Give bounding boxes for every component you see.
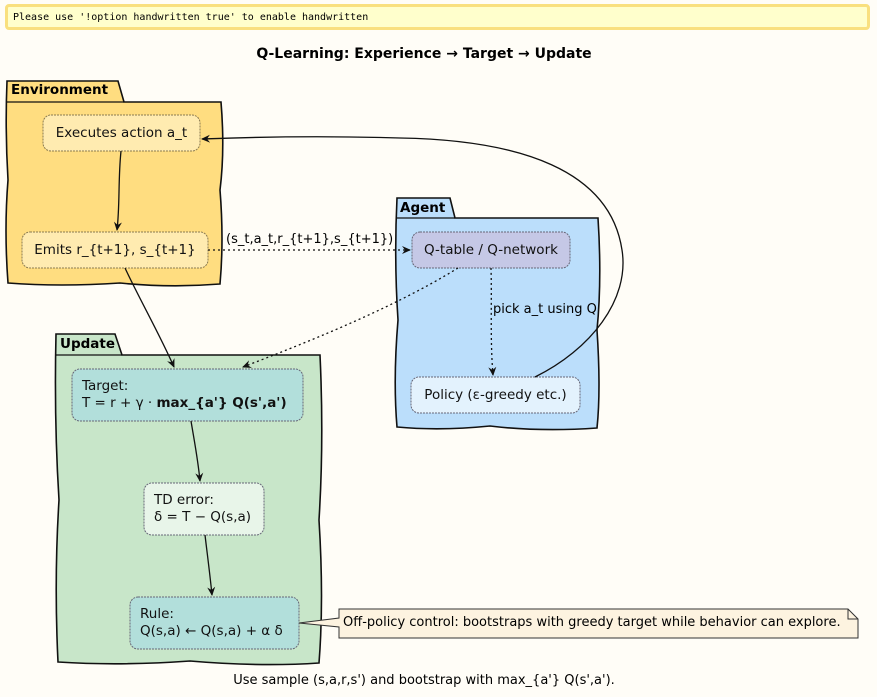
diagram-caption: Use sample (s,a,r,s') and bootstrap with… — [233, 673, 615, 688]
edge-emits-to-target — [124, 267, 175, 368]
note-text: Off-policy control: bootstraps with gree… — [343, 615, 841, 630]
node-td-line1: TD error: — [154, 492, 214, 508]
node-executes-action: Executes action a_t — [43, 115, 200, 151]
target-formula-prefix: T = r + γ · — [82, 395, 157, 411]
node-executes-action-box — [42, 114, 201, 152]
package-label-update: Update — [60, 336, 116, 352]
node-td-line2: δ = T − Q(s,a) — [154, 509, 252, 525]
node-target-line2: T = r + γ · max_{a'} Q(s',a') — [82, 395, 293, 412]
edge-td-to-rule — [204, 534, 216, 596]
node-td-error: TD error: δ = T − Q(s,a) — [144, 483, 264, 535]
node-target-box — [71, 368, 304, 422]
node-qtable-box — [411, 231, 571, 269]
note-shape — [298, 608, 859, 639]
node-emits: Emits r_{t+1}, s_{t+1} — [22, 232, 208, 268]
node-executes-action-text: Executes action a_t — [55, 124, 188, 141]
handwritten-warning-banner: Please use '!option handwritten true' to… — [5, 4, 870, 30]
node-qtable: Q-table / Q-network — [412, 232, 570, 268]
target-formula-max: max_{a'} Q(s',a') — [156, 395, 287, 411]
node-qtable-text: Q-table / Q-network — [424, 241, 558, 258]
node-policy: Policy (ε-greedy etc.) — [411, 377, 580, 413]
node-target: Target: T = r + γ · max_{a'} Q(s',a') — [72, 369, 303, 421]
edge-label-pick: pick a_t using Q — [493, 302, 597, 317]
node-rule-line2: Q(s,a) ← Q(s,a) + α δ — [140, 623, 283, 639]
edge-policy-to-executes — [201, 134, 624, 378]
edge-qtable-to-policy — [488, 267, 497, 376]
diagram-title: Q-Learning: Experience → Target → Update — [256, 46, 592, 62]
edge-executes-to-emits — [113, 150, 122, 231]
edge-label-sample: (s_t,a_t,r_{t+1},s_{t+1}) — [226, 232, 394, 247]
node-rule: Rule: Q(s,a) ← Q(s,a) + α δ — [130, 597, 299, 649]
node-emits-text: Emits r_{t+1}, s_{t+1} — [34, 241, 196, 258]
edge-target-to-td — [190, 420, 204, 482]
node-policy-text: Policy (ε-greedy etc.) — [424, 386, 567, 403]
node-target-line1: Target: — [82, 378, 129, 394]
node-td-error-box — [143, 482, 265, 536]
package-label-environment: Environment — [11, 82, 109, 98]
edge-qtable-to-target — [242, 267, 459, 368]
node-rule-line1: Rule: — [140, 606, 174, 622]
package-label-agent: Agent — [400, 200, 446, 216]
node-policy-box — [410, 376, 581, 414]
